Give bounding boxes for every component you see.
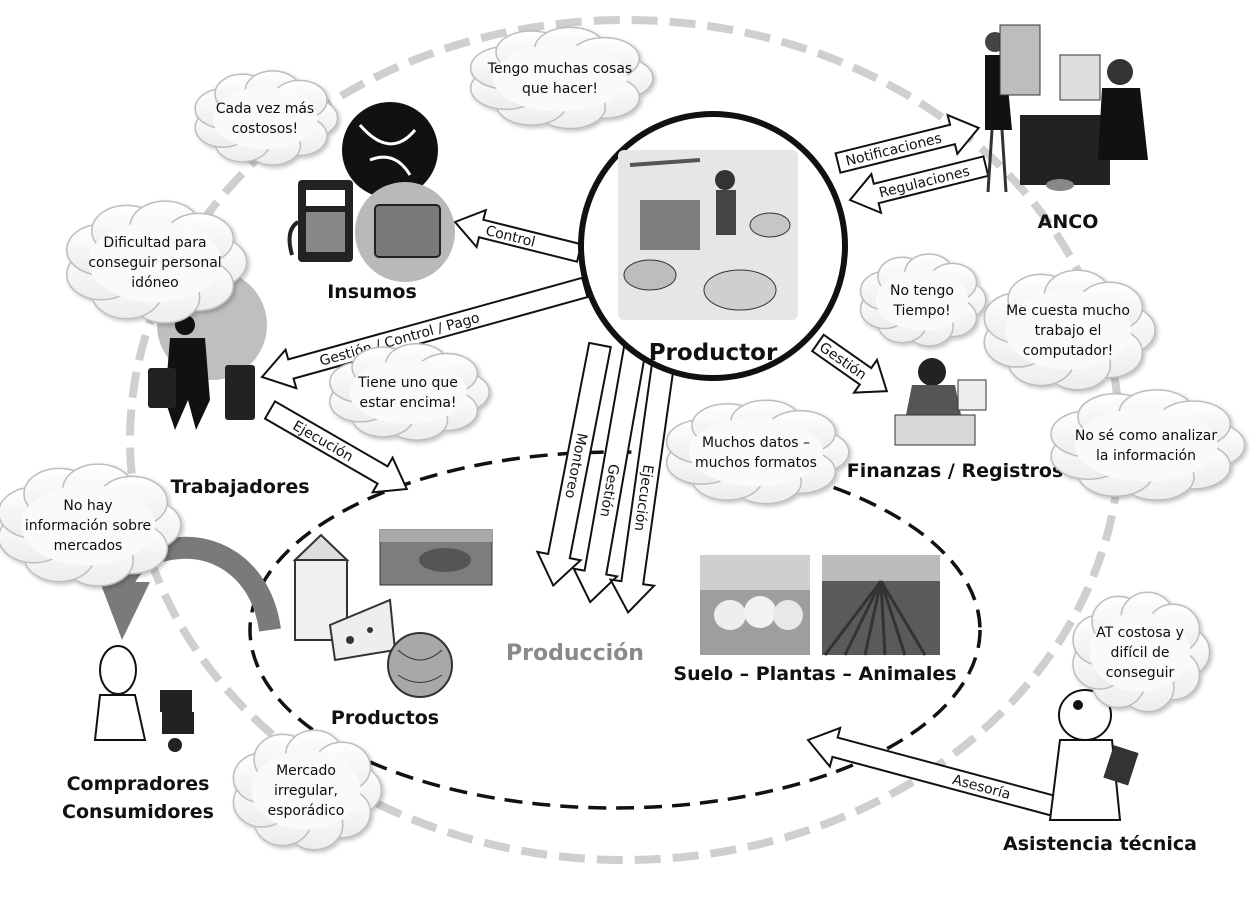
trabajadores-label: Trabajadores bbox=[170, 476, 309, 498]
arrow-label-regulaciones: Regulaciones bbox=[877, 163, 971, 201]
cloud-text-line: idóneo bbox=[131, 275, 178, 291]
cloud-text-line: Tiene uno que bbox=[357, 375, 458, 391]
asistencia-label: Asistencia técnica bbox=[1003, 833, 1197, 855]
insumos-label: Insumos bbox=[327, 281, 417, 303]
cloud-text-line: la información bbox=[1096, 448, 1196, 464]
food-products-icon bbox=[292, 529, 493, 698]
cloud-text-line: Muchos datos – bbox=[702, 435, 810, 451]
thought-cloud-tiene-uno: Tiene uno que estar encima! bbox=[329, 342, 490, 442]
productos-label: Productos bbox=[331, 707, 439, 729]
farm-scene-icon bbox=[618, 150, 798, 320]
cloud-text-line: estar encima! bbox=[359, 395, 456, 411]
arrow-gestion-finanzas: Gestión bbox=[810, 333, 889, 394]
suelo-label: Suelo – Plantas – Animales bbox=[673, 663, 956, 685]
cloud-text-line: irregular, bbox=[274, 783, 338, 799]
finanzas-label: Finanzas / Registros bbox=[847, 460, 1063, 482]
cloud-text-line: conseguir personal bbox=[88, 255, 221, 271]
cloud-text-line: que hacer! bbox=[522, 81, 598, 97]
cloud-text-line: conseguir bbox=[1106, 665, 1175, 681]
anco-label: ANCO bbox=[1038, 211, 1099, 233]
productor-node: Productor bbox=[578, 111, 848, 381]
cloud-text-line: trabajo el bbox=[1035, 323, 1102, 339]
cloud-text-line: computador! bbox=[1023, 343, 1114, 359]
cloud-core bbox=[1089, 612, 1191, 692]
buyer-cart-icon bbox=[93, 645, 194, 752]
cloud-text-line: Tiempo! bbox=[892, 303, 950, 319]
cloud-text-line: Dificultad para bbox=[103, 235, 206, 251]
accountant-icon bbox=[894, 358, 987, 446]
thought-cloud-dificultad: Dificultad para conseguir personal idóneo bbox=[66, 200, 248, 324]
thought-cloud-at-costosa: AT costosa y difícil de conseguir bbox=[1072, 591, 1211, 713]
cloud-text-line: No hay bbox=[63, 498, 112, 514]
arrow-control: Control bbox=[453, 208, 583, 263]
thought-cloud-me-cuesta: Me cuesta mucho trabajo el computador! bbox=[983, 269, 1156, 391]
cloud-core bbox=[251, 750, 361, 830]
thought-cloud-mercado: Mercado irregular, esporádico bbox=[232, 729, 383, 851]
cloud-text-line: información sobre bbox=[25, 518, 151, 534]
cloud-core bbox=[212, 86, 318, 150]
thought-cloud-muchos-datos: Muchos datos – muchos formatos bbox=[665, 399, 850, 505]
cloud-text-line: AT costosa y bbox=[1096, 625, 1184, 641]
cloud-text-line: muchos formatos bbox=[695, 455, 817, 471]
cloud-core bbox=[688, 417, 824, 487]
cloud-core bbox=[1074, 408, 1218, 482]
cloud-core bbox=[1005, 290, 1131, 370]
produccion-label: Producción bbox=[506, 641, 644, 666]
thought-cloud-no-hay: No hay información sobre mercados bbox=[0, 463, 182, 587]
compradores-label: Compradores bbox=[67, 773, 210, 795]
thought-clouds: Cada vez más costosos! Tengo muchas cosas q… bbox=[0, 26, 1246, 851]
cloud-text-line: Me cuesta mucho bbox=[1006, 303, 1130, 319]
cloud-text-line: Cada vez más bbox=[216, 101, 314, 117]
cloud-core bbox=[875, 269, 969, 331]
arrow-asesoria: Asesoría bbox=[806, 726, 1068, 820]
productor-label: Productor bbox=[649, 340, 778, 366]
cloud-core bbox=[492, 44, 628, 112]
thought-cloud-cada-vez: Cada vez más costosos! bbox=[194, 70, 339, 166]
cloud-text-line: No sé como analizar bbox=[1075, 428, 1218, 444]
cloud-text-line: difícil de bbox=[1110, 645, 1169, 661]
cloud-text-line: Mercado bbox=[276, 763, 336, 779]
field-photo-icon bbox=[822, 555, 940, 656]
cloud-text-line: Tengo muchas cosas bbox=[487, 61, 632, 77]
office-icon bbox=[985, 24, 1148, 193]
cloud-text-line: esporádico bbox=[268, 803, 345, 819]
doctor-icon bbox=[1048, 689, 1139, 821]
seed-bag-icon bbox=[342, 102, 455, 282]
fuel-pump-icon bbox=[287, 180, 353, 262]
thought-cloud-tengo-muchas: Tengo muchas cosas que hacer! bbox=[469, 26, 654, 130]
cloud-core bbox=[20, 484, 156, 566]
cloud-text-line: mercados bbox=[54, 538, 123, 554]
arrow-gestion-produccion: Gestión bbox=[571, 344, 647, 604]
cloud-text-line: No tengo bbox=[890, 283, 954, 299]
cloud-core bbox=[88, 221, 222, 303]
cloud-text-line: costosos! bbox=[232, 121, 298, 137]
thought-cloud-no-se: No sé como analizar la información bbox=[1050, 389, 1246, 501]
consumidores-label: Consumidores bbox=[62, 801, 214, 823]
sheep-photo-icon bbox=[700, 555, 810, 655]
cloud-core bbox=[349, 360, 467, 424]
